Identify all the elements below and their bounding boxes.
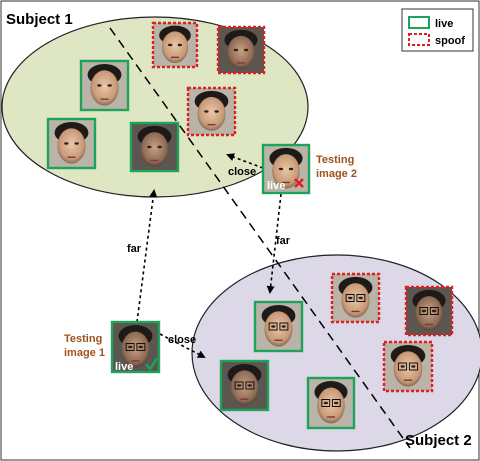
relation-label: close — [228, 166, 256, 178]
legend-live-swatch — [408, 16, 430, 29]
relation-label: far — [276, 235, 291, 247]
arrow-test1-close — [159, 333, 206, 358]
subject-2-live-face — [253, 300, 304, 353]
face-images — [46, 21, 454, 430]
subject-2-live-face — [219, 359, 270, 412]
legend-live-label: live — [435, 18, 453, 30]
legend-spoof-label: spoof — [435, 35, 465, 47]
relation-label: close — [168, 334, 196, 346]
subject-2-live-face — [306, 376, 356, 430]
subject-2-spoof-face — [382, 340, 434, 393]
arrow-test2-close — [226, 153, 264, 169]
testing-2-badge: live — [267, 180, 285, 192]
relation-label: far — [127, 243, 142, 255]
subject-2-spoof-face — [330, 272, 381, 324]
arrow-test2-far — [266, 193, 282, 294]
subject-1-title: Subject 1 — [6, 11, 73, 28]
subject-2-spoof-face — [404, 285, 454, 337]
testing-1-label-line1: Testing — [64, 333, 102, 345]
subject-1-spoof-face — [151, 21, 199, 69]
testing-2-label-line1: Testing — [316, 154, 354, 166]
decision-boundary — [109, 27, 411, 449]
subject-2-title: Subject 2 — [405, 432, 472, 449]
subject-1-live-face — [46, 117, 97, 170]
subject-1-spoof-face — [186, 86, 237, 137]
subject-1-live-face — [129, 121, 180, 173]
testing-image-1 — [110, 320, 161, 374]
check-icon — [145, 357, 159, 372]
testing-1-badge: live — [115, 361, 133, 373]
cross-icon — [294, 178, 304, 188]
arrow-test1-far — [136, 189, 158, 323]
testing-2-label-line2: image 2 — [316, 168, 357, 180]
legend-spoof-swatch — [408, 33, 430, 46]
subject-1-spoof-face — [216, 25, 266, 75]
subject-1-live-face — [79, 59, 130, 112]
testing-1-label-line2: image 1 — [64, 347, 105, 359]
legend: live spoof — [401, 8, 474, 52]
